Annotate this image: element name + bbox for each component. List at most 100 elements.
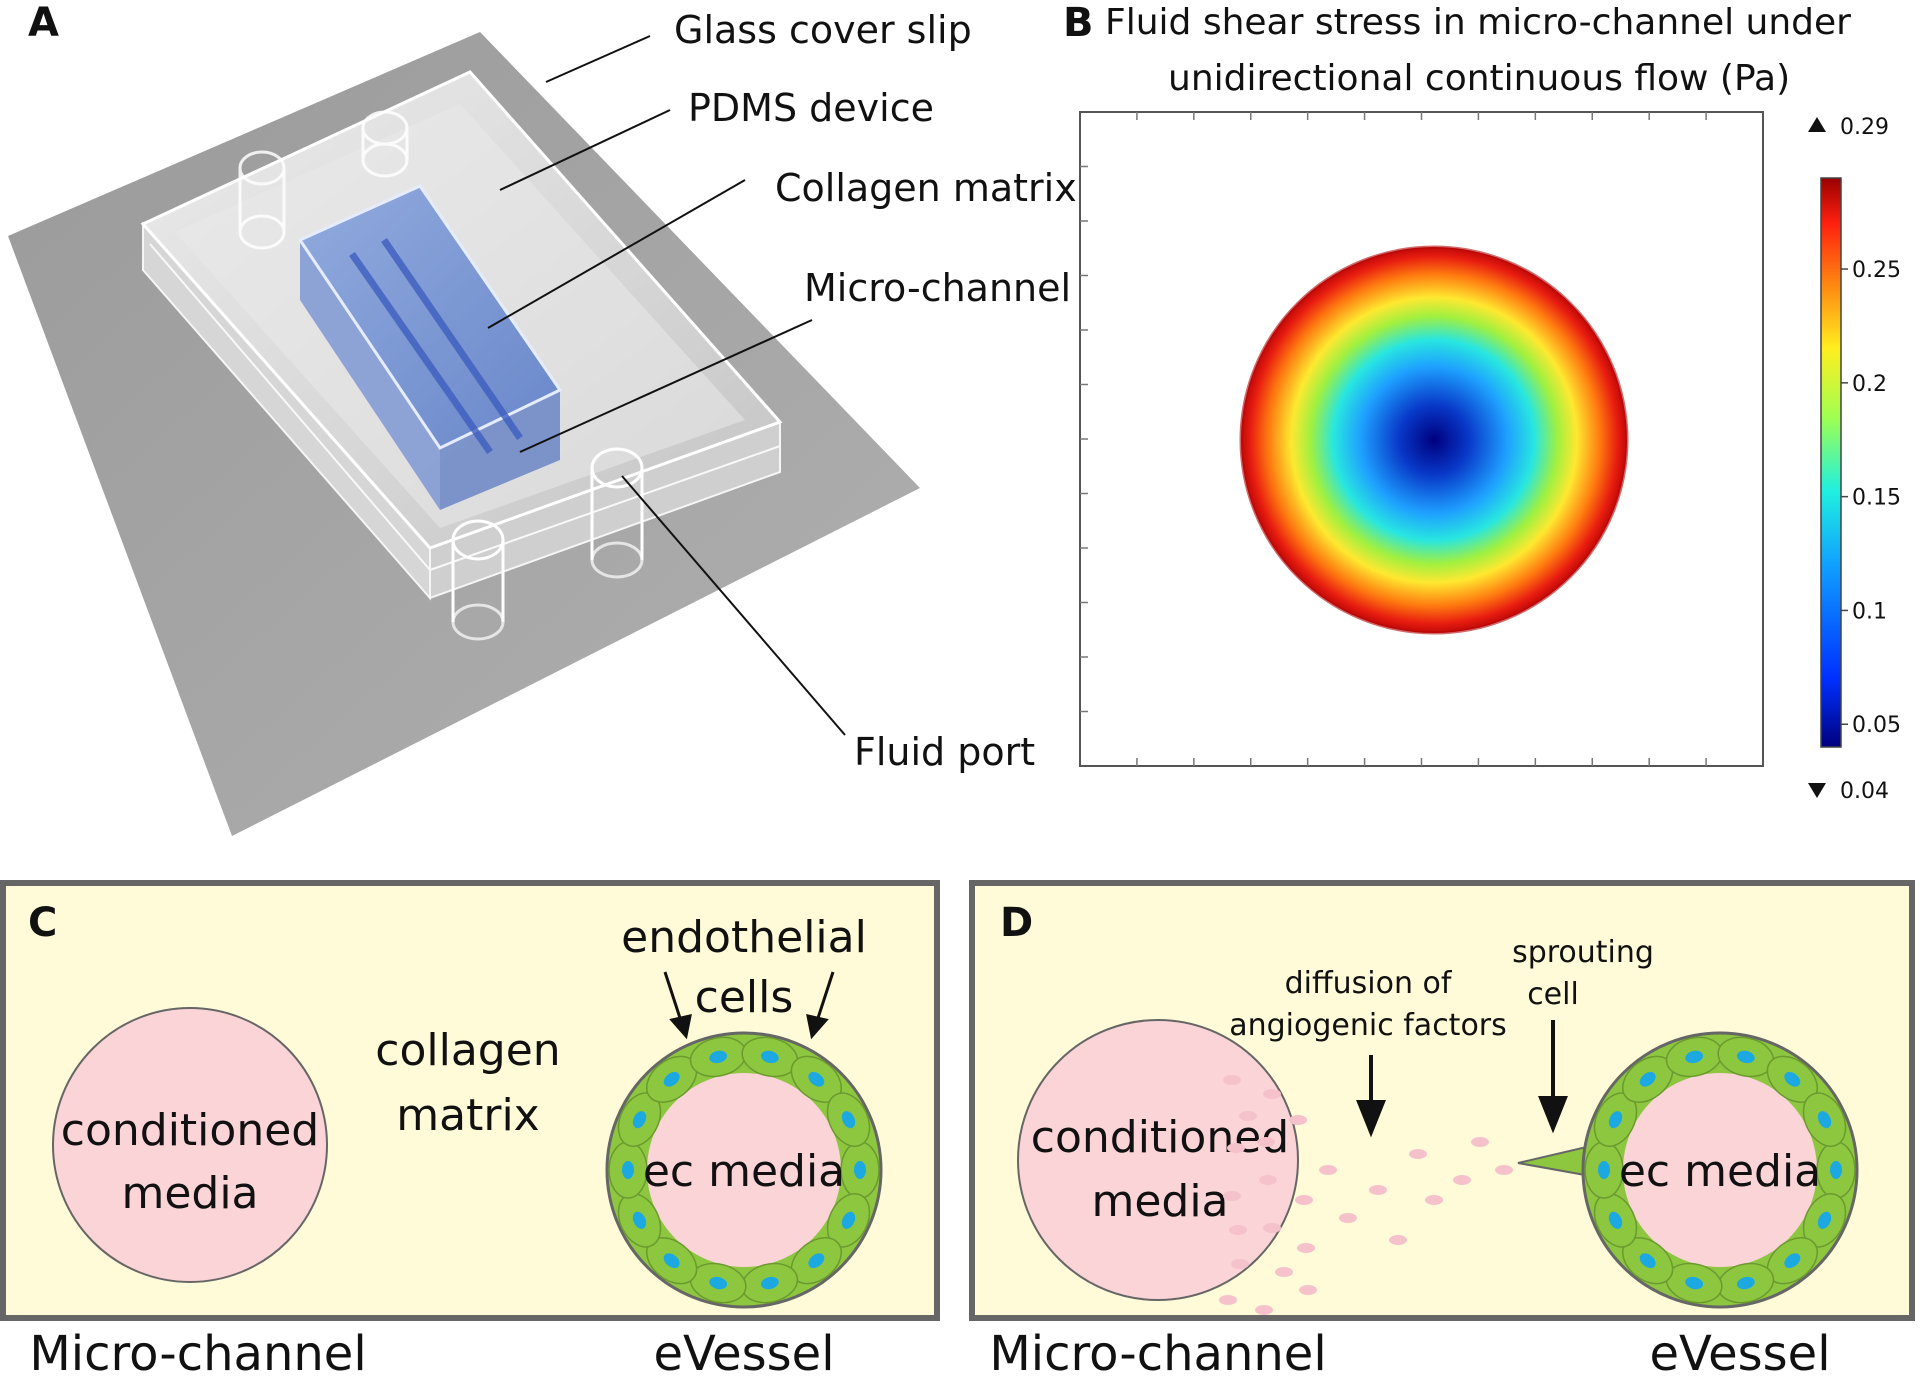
back-ports (238, 110, 409, 250)
angiogenic-factor-particle (1223, 1191, 1241, 1201)
cell-nucleus (663, 1071, 680, 1087)
colorbar-min-label: 0.04 (1840, 779, 1889, 800)
evessel-d (1517, 1031, 1859, 1309)
ec-media-text-d: ec media (1619, 1146, 1821, 1197)
angiogenic-factor-particle (1259, 1175, 1277, 1185)
shear-stress-heatmap: 0.250.20.150.10.05 0.29 0.04 (1079, 111, 1901, 800)
panel-d-letter: D (1000, 900, 1033, 946)
diffusion-text-2: angiogenic factors (1229, 1008, 1507, 1043)
conditioned-media-channel-d (1017, 1019, 1299, 1301)
diffusion-arrow (1356, 1055, 1386, 1138)
angiogenic-factor-particle (1471, 1137, 1489, 1147)
angiogenic-factor-particle (1297, 1243, 1315, 1253)
angiogenic-factor-particle (1425, 1195, 1443, 1205)
colorbar-tick-label: 0.2 (1852, 372, 1887, 397)
angiogenic-factor-particle (1369, 1185, 1387, 1195)
angiogenic-factor-particle (1227, 1143, 1245, 1153)
angiogenic-factor-particle (1319, 1165, 1337, 1175)
micro-channel (349, 251, 493, 455)
panel-c-letter: C (28, 900, 57, 946)
cell-nucleus (622, 1161, 634, 1179)
collagen-matrix (300, 186, 560, 448)
cell-nucleus (1736, 1276, 1755, 1290)
angiogenic-factor-particle (1231, 1259, 1249, 1269)
cell-nucleus (808, 1253, 825, 1269)
cell-nucleus (709, 1050, 728, 1064)
collagen-matrix-text-1: collagen (375, 1025, 560, 1076)
cell-nucleus (1817, 1111, 1832, 1129)
label-micro-channel-d: Micro-channel (989, 1326, 1326, 1382)
diffusion-text-1: diffusion of (1285, 966, 1453, 1001)
angiogenic-factor-particle (1263, 1223, 1281, 1233)
max-arrow-icon (1808, 117, 1826, 132)
label-evessel-d: eVessel (1649, 1326, 1830, 1382)
colorbar-max-label: 0.29 (1840, 115, 1889, 140)
cell-nucleus (841, 1111, 856, 1129)
colorbar (1820, 177, 1842, 748)
collagen-matrix-text-2: matrix (396, 1090, 539, 1141)
angiogenic-factor-particle (1339, 1213, 1357, 1223)
min-arrow-icon (1808, 783, 1826, 798)
angiogenic-factor-particle (1255, 1305, 1273, 1315)
cell-nucleus (1598, 1161, 1610, 1179)
cell-nucleus (663, 1253, 680, 1269)
label-micro-channel: Micro-channel (804, 266, 1072, 310)
label-fluid-port: Fluid port (854, 730, 1036, 774)
endothelial-cells-text-2: cells (695, 972, 794, 1023)
cell-nucleus (709, 1276, 728, 1290)
conditioned-media-channel (52, 1007, 328, 1283)
cell-nucleus (760, 1276, 779, 1290)
cell-nucleus (1685, 1050, 1704, 1064)
sprouting-text-1: sprouting (1512, 935, 1654, 970)
angiogenic-factor-particle (1239, 1111, 1257, 1121)
label-glass-cover-slip: Glass cover slip (674, 8, 972, 52)
cell-nucleus (760, 1050, 779, 1064)
fluid-port (451, 447, 644, 641)
endothelial-arrows (663, 971, 835, 1040)
cell-nucleus (854, 1161, 866, 1179)
colorbar-tick-label: 0.1 (1852, 599, 1887, 624)
cell-nucleus (1639, 1071, 1656, 1087)
cell-nucleus (1639, 1253, 1656, 1269)
cell-nucleus (1830, 1161, 1842, 1179)
panel-a-letter: A (28, 0, 59, 46)
cell-nucleus (841, 1211, 856, 1229)
conditioned-media-text-1: conditioned (61, 1105, 319, 1156)
sprouting-text-2: cell (1527, 977, 1579, 1012)
angiogenic-factor-particle (1299, 1285, 1317, 1295)
cell-nucleus (808, 1071, 825, 1087)
ec-media-text: ec media (643, 1146, 845, 1197)
shear-stress-disk (1241, 247, 1627, 633)
label-micro-channel-c: Micro-channel (29, 1326, 366, 1382)
cell-nucleus (1685, 1276, 1704, 1290)
microfluidic-device-illustration (8, 32, 920, 836)
angiogenic-factor-particle (1295, 1195, 1313, 1205)
colorbar-tick-label: 0.15 (1852, 486, 1901, 511)
angiogenic-factor-particle (1229, 1225, 1247, 1235)
leader-lines (487, 35, 846, 736)
cell-nucleus (1784, 1071, 1801, 1087)
cell-nucleus (1608, 1111, 1623, 1129)
panel-c-diagram: C conditioned media collagen matrix endo… (0, 880, 940, 1382)
conditioned-media-text-2: media (121, 1168, 258, 1219)
endothelial-cells-text-1: endothelial (621, 912, 867, 963)
label-evessel-c: eVessel (653, 1326, 834, 1382)
cell-nucleus (1817, 1211, 1832, 1229)
angiogenic-factor-particle (1275, 1267, 1293, 1277)
angiogenic-factor-particle (1409, 1149, 1427, 1159)
evessel-c (605, 1031, 883, 1309)
panel-b-letter: B (1063, 0, 1094, 46)
chart-title-line1: Fluid shear stress in micro-channel unde… (1105, 2, 1851, 43)
angiogenic-factor-particle (1257, 1137, 1275, 1147)
angiogenic-factor-particle (1389, 1235, 1407, 1245)
angiogenic-factor-particle (1263, 1089, 1281, 1099)
angiogenic-factor-particle (1289, 1115, 1307, 1125)
label-collagen-matrix: Collagen matrix (775, 166, 1077, 210)
cell-nucleus (1608, 1211, 1623, 1229)
cell-nucleus (632, 1211, 647, 1229)
angiogenic-factor-particle (1223, 1075, 1241, 1085)
cell-nucleus (1784, 1253, 1801, 1269)
chart-title-line2: unidirectional continuous flow (Pa) (1168, 58, 1791, 99)
colorbar-tick-label: 0.05 (1852, 713, 1901, 738)
panel-d-diagram: D conditioned media diffusion of angioge… (969, 880, 1915, 1382)
